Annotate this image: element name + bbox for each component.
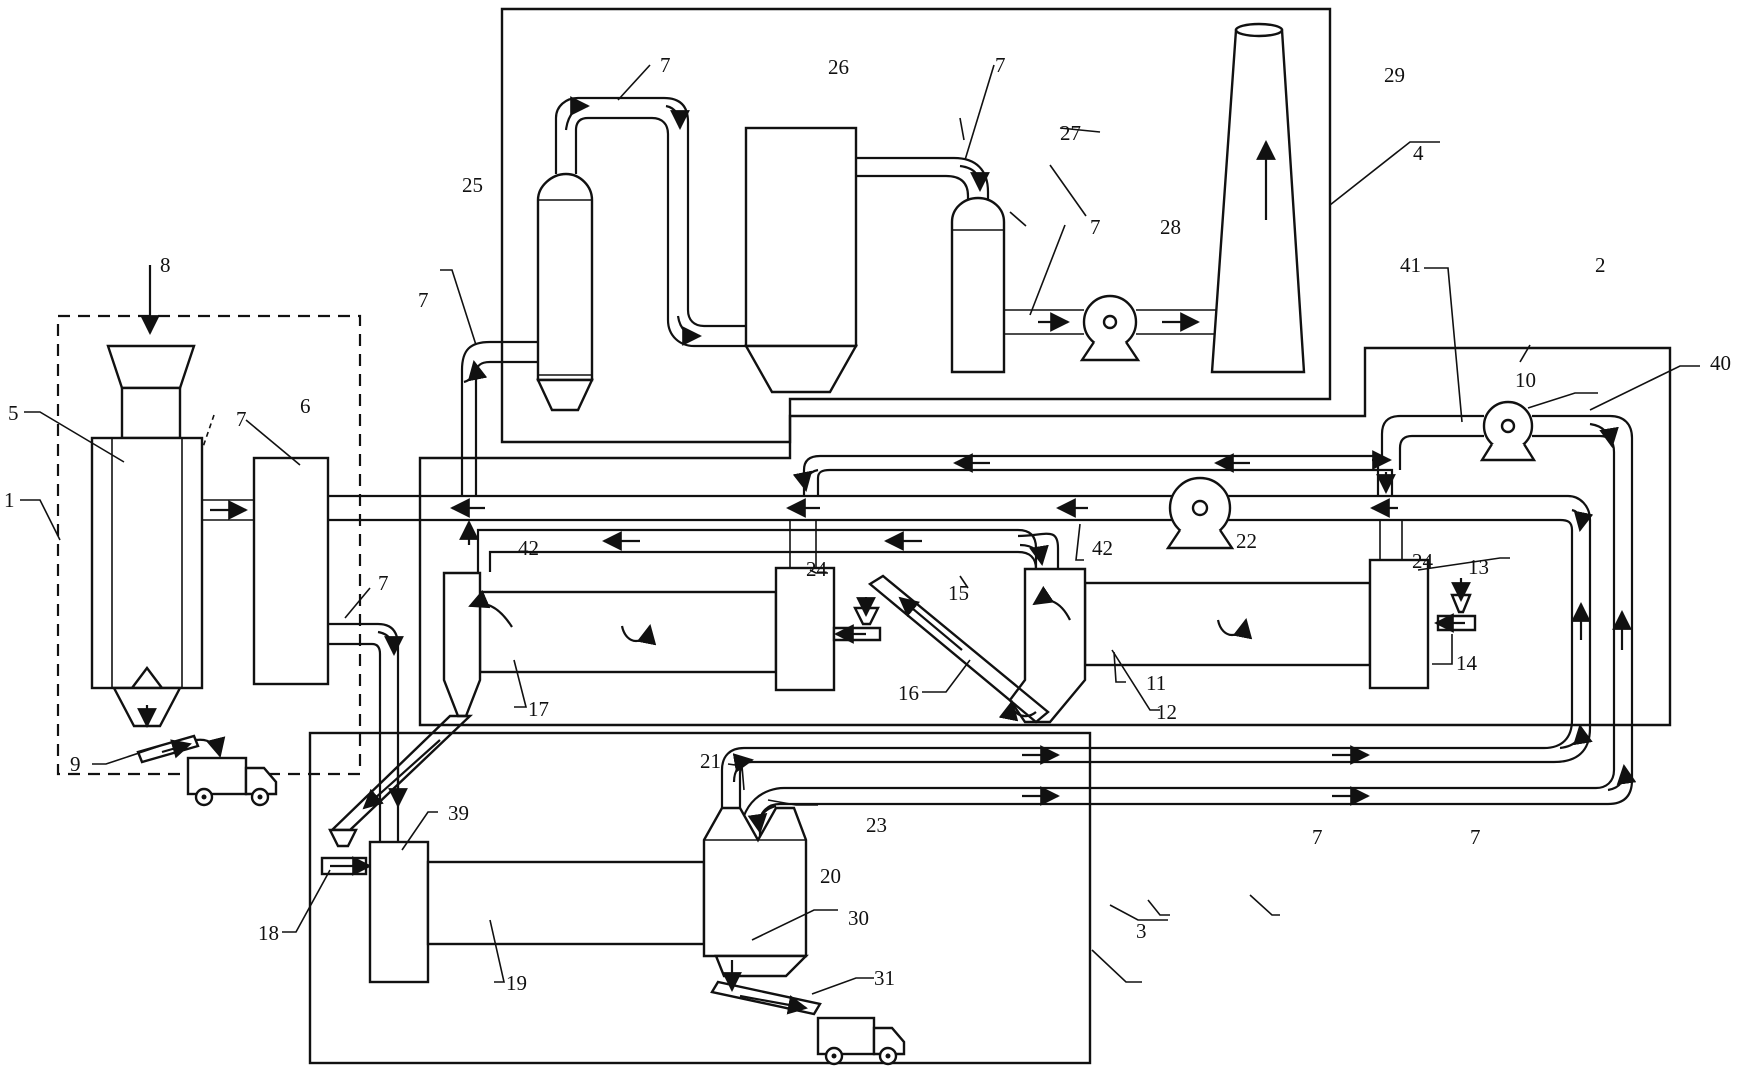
kiln-head-42-left — [442, 571, 482, 718]
label-7-d: 7 — [660, 53, 671, 77]
leader-lines — [20, 64, 1700, 995]
label-7-e: 7 — [995, 53, 1006, 77]
induced-draft-fan-28 — [1079, 294, 1141, 362]
truck-icon — [816, 1016, 906, 1066]
label-18: 18 — [258, 921, 279, 945]
label-24-b: 24 — [1412, 549, 1434, 573]
label-7-h: 7 — [1470, 825, 1481, 849]
label-3: 3 — [1136, 919, 1147, 943]
zone-4-boundary — [500, 7, 1332, 444]
label-7-c: 7 — [418, 288, 429, 312]
label-19: 19 — [506, 971, 527, 995]
label-27: 27 — [1060, 121, 1081, 145]
bag-filter-26 — [743, 126, 859, 394]
label-26: 26 — [828, 55, 849, 79]
chimney-stack-29 — [1210, 22, 1306, 374]
component-labels: 1 2 3 4 5 6 7 7 7 7 7 7 7 7 8 9 10 11 12… — [4, 53, 1731, 995]
kiln-head-20 — [702, 806, 809, 978]
hopper-neck — [120, 386, 182, 440]
label-1: 1 — [4, 488, 15, 512]
label-25: 25 — [462, 173, 483, 197]
label-4: 4 — [1413, 141, 1424, 165]
label-7-g: 7 — [1312, 825, 1323, 849]
label-8: 8 — [160, 253, 171, 277]
label-7-a: 7 — [236, 407, 247, 431]
label-23: 23 — [866, 813, 887, 837]
kiln-tail-39 — [368, 840, 430, 984]
label-21: 21 — [700, 749, 721, 773]
scrubber-tower-25 — [536, 172, 594, 412]
feed-hopper — [106, 344, 196, 390]
label-30: 30 — [848, 906, 869, 930]
label-40: 40 — [1710, 351, 1731, 375]
label-7-f: 7 — [1090, 215, 1101, 239]
label-42-b: 42 — [1092, 536, 1113, 560]
label-42-a: 42 — [518, 536, 539, 560]
label-17: 17 — [528, 697, 549, 721]
label-2: 2 — [1595, 253, 1606, 277]
label-14: 14 — [1456, 651, 1478, 675]
label-11: 11 — [1146, 671, 1166, 695]
label-41: 41 — [1400, 253, 1421, 277]
label-24-a: 24 — [806, 557, 828, 581]
rotary-kiln-11 — [1083, 581, 1372, 667]
label-22: 22 — [1236, 529, 1257, 553]
zone-3-boundary — [308, 731, 1092, 1065]
label-20: 20 — [820, 864, 841, 888]
kiln-tail-24-right — [1368, 558, 1430, 690]
label-13: 13 — [1468, 555, 1489, 579]
kiln-head-42-right — [1008, 567, 1087, 724]
separator-6 — [252, 456, 330, 686]
label-31: 31 — [874, 966, 895, 990]
label-16: 16 — [898, 681, 919, 705]
zone-2-boundary — [418, 346, 1672, 727]
label-7-b: 7 — [378, 571, 389, 595]
grate-icon — [131, 666, 163, 689]
fan-22 — [1165, 476, 1235, 550]
truck-icon — [186, 756, 278, 807]
rotary-kiln-17 — [478, 590, 778, 674]
label-10: 10 — [1515, 368, 1536, 392]
kiln-tail-24-left — [774, 566, 836, 692]
label-5: 5 — [8, 401, 19, 425]
label-28: 28 — [1160, 215, 1181, 239]
label-39: 39 — [448, 801, 469, 825]
label-12: 12 — [1156, 700, 1177, 724]
label-15: 15 — [948, 581, 969, 605]
label-9: 9 — [70, 752, 81, 776]
inclined-conveyor-16 — [867, 574, 1050, 724]
label-29: 29 — [1384, 63, 1405, 87]
absorption-tower-27 — [950, 196, 1006, 374]
discharge-conveyor-31 — [710, 980, 822, 1016]
rotary-kiln-19 — [426, 860, 706, 946]
label-6: 6 — [300, 394, 311, 418]
gasifier-5 — [90, 436, 204, 690]
fan-10 — [1479, 400, 1537, 462]
